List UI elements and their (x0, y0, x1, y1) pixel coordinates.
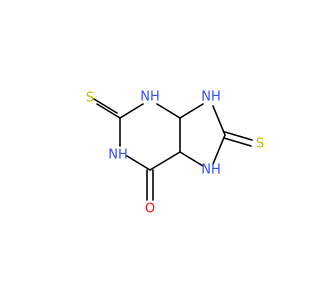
atom-nh-bottom: NH (201, 163, 221, 178)
bond-c2-n3 (119, 103, 144, 119)
bond-c2-s-a (96, 103, 121, 119)
bond-c5-c6 (149, 151, 181, 171)
bond-c4-n9 (179, 103, 204, 119)
bond-c2-s-b (93, 98, 118, 114)
bond-n9-c8 (212, 105, 226, 136)
atom-s-right: S (256, 137, 264, 152)
bond-c8-s-b (223, 137, 252, 147)
bond-n7-c5 (179, 151, 204, 167)
molecule-canvas: S NH NH S NH NH O (86, 90, 264, 217)
bond-c8-s-a (224, 131, 253, 141)
atom-o: O (145, 202, 155, 217)
atom-nh-right: NH (201, 90, 221, 105)
atom-nh-left: NH (108, 148, 128, 163)
bond-n3-c4 (156, 103, 181, 119)
atom-nh-top: NH (140, 90, 160, 105)
bond-c8-n7 (212, 134, 226, 165)
bond-c6-n1 (126, 155, 151, 171)
structure-diagram: S NH NH S NH NH O (86, 90, 264, 217)
atom-s-left: S (86, 91, 94, 106)
